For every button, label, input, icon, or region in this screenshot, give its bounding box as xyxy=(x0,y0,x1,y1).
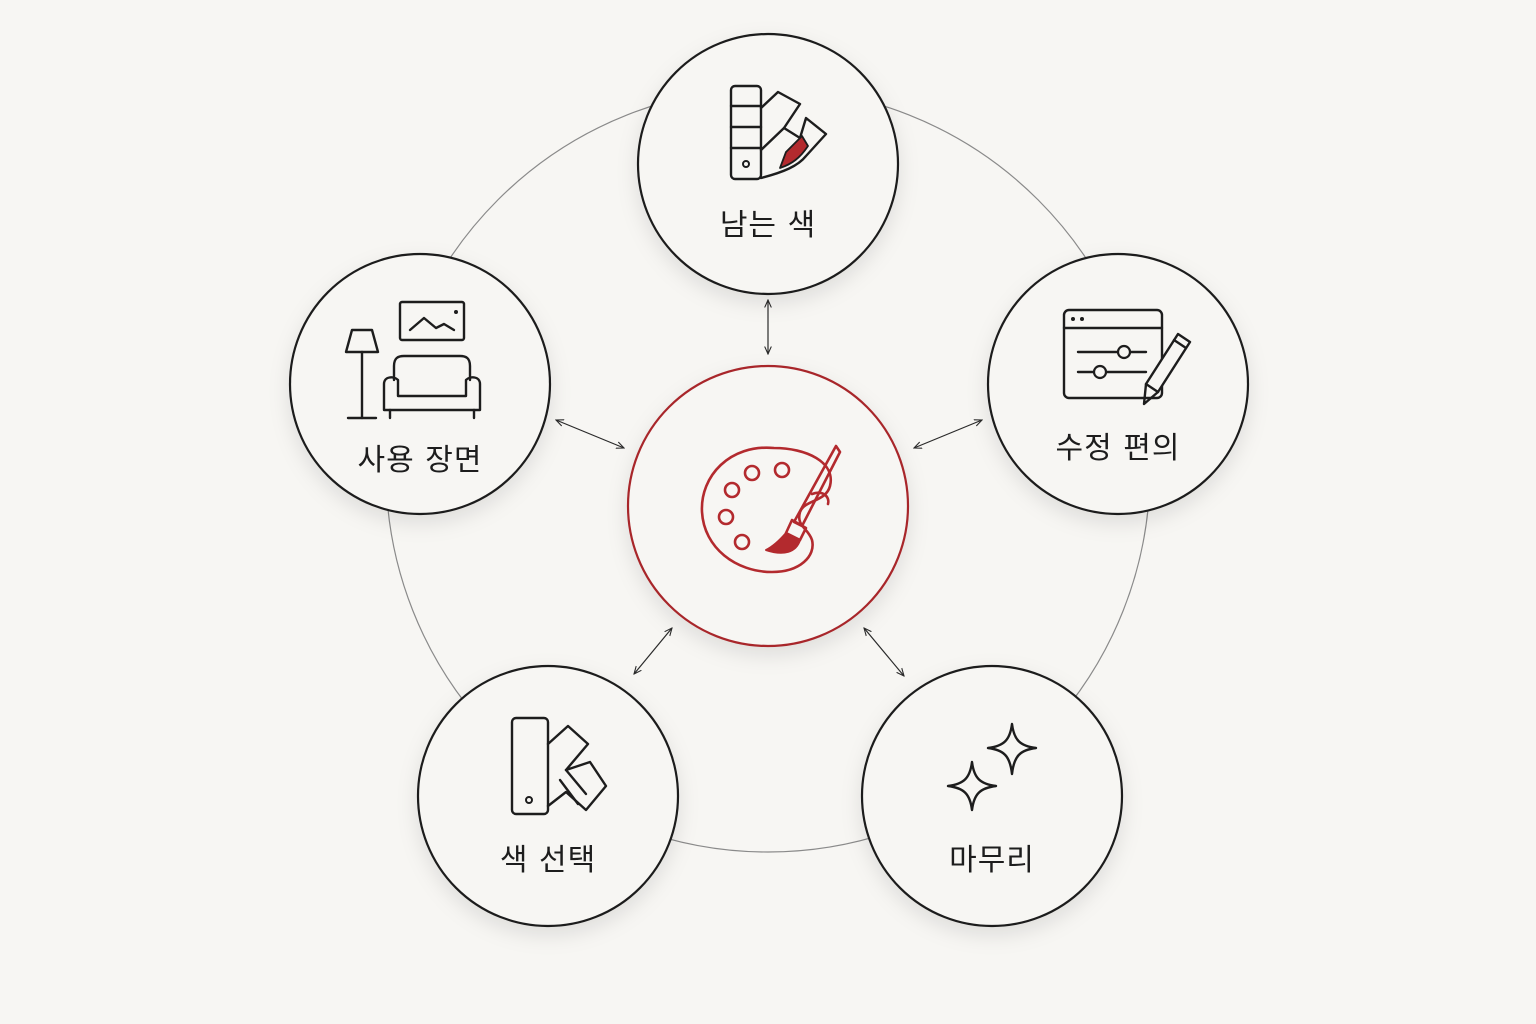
color-swatch-book-icon xyxy=(510,716,608,816)
palette-brush-icon xyxy=(700,444,842,574)
node-usage-scene: 사용 장면 xyxy=(288,252,552,516)
color-swatch-fan-icon xyxy=(729,84,828,181)
center-hub xyxy=(626,364,910,648)
node-label: 색 선택 xyxy=(500,843,596,878)
node-color-selection: 색 선택 xyxy=(416,664,680,928)
sparkles-icon xyxy=(946,722,1038,812)
connector-left xyxy=(556,420,624,448)
node-remaining-colors: 남는 색 xyxy=(636,32,900,296)
node-label: 사용 장면 xyxy=(358,443,483,478)
node-label: 남는 색 xyxy=(720,208,816,243)
connector-right xyxy=(914,420,982,448)
node-editing-convenience: 수정 편의 xyxy=(986,252,1250,516)
node-finishing: 마무리 xyxy=(860,664,1124,928)
living-room-icon xyxy=(344,300,482,420)
window-sliders-pencil-icon xyxy=(1062,308,1192,406)
connector-bottom-right xyxy=(864,628,904,676)
node-label: 마무리 xyxy=(949,843,1035,878)
node-label: 수정 편의 xyxy=(1056,431,1181,466)
connector-bottom-left xyxy=(634,628,672,674)
